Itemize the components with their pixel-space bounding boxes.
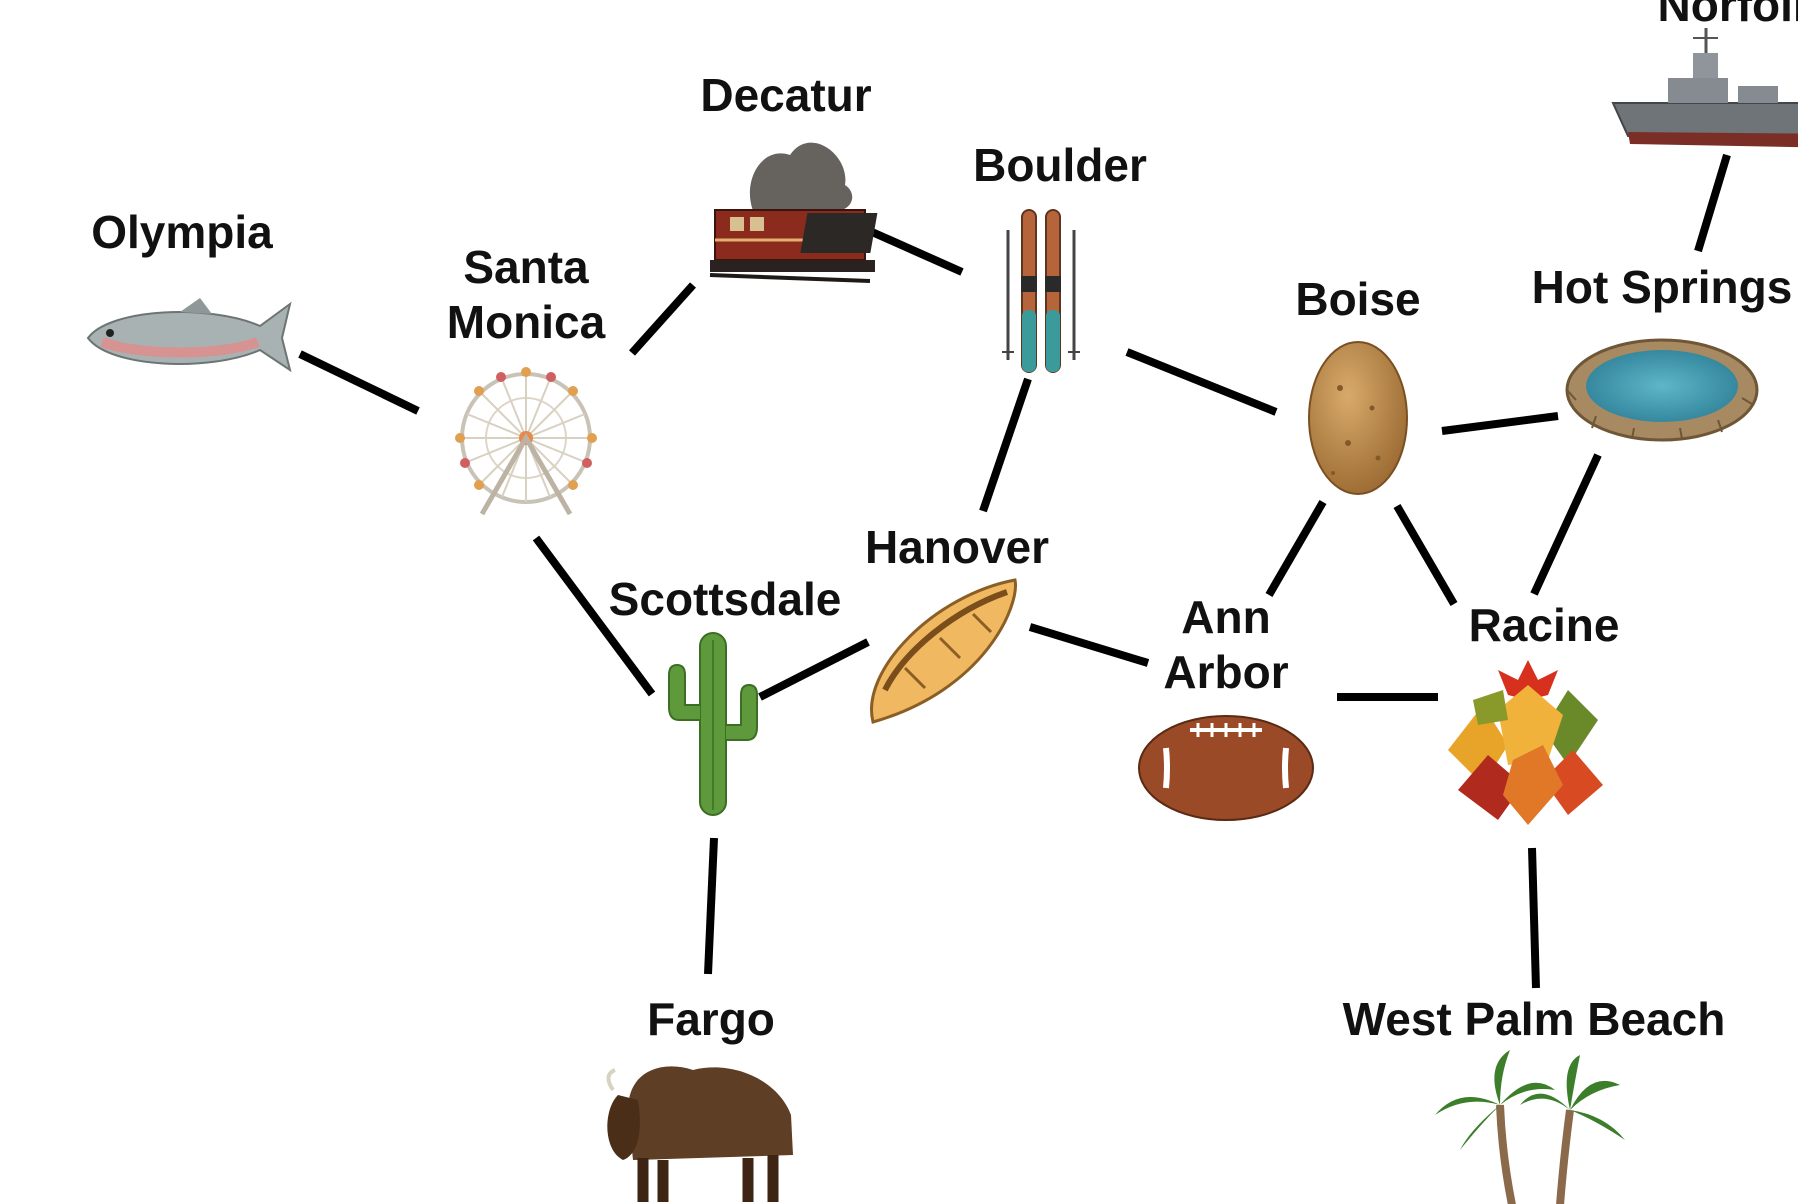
warship-icon <box>1613 28 1798 148</box>
edge-olympia-santa-monica <box>300 354 418 411</box>
edge-boulder-boise <box>1127 352 1276 412</box>
edge-santa-monica-decatur <box>632 285 693 353</box>
edge-hanover-ann-arbor <box>1030 627 1148 663</box>
potato-icon <box>1309 342 1407 494</box>
edge-scottsdale-hanover <box>760 642 868 697</box>
node-label-ann-arbor: Ann Arbor <box>1151 590 1301 700</box>
bison-icon <box>607 1066 793 1202</box>
hot-spring-pool-icon <box>1567 340 1757 440</box>
edge-hot-springs-norfolk <box>1698 155 1727 251</box>
node-label-hot-springs: Hot Springs <box>1532 260 1793 315</box>
edge-boise-racine <box>1397 506 1454 604</box>
edge-racine-west-palm-beach <box>1532 848 1536 988</box>
skis-icon <box>1002 210 1080 372</box>
autumn-leaves-icon <box>1448 660 1603 825</box>
ferris-wheel-icon <box>455 367 597 514</box>
node-label-fargo: Fargo <box>647 992 775 1047</box>
node-label-scottsdale: Scottsdale <box>609 572 842 627</box>
node-label-santa-monica: Santa Monica <box>441 240 611 350</box>
node-label-ann-arbor-text: Ann Arbor <box>1151 590 1301 700</box>
edge-boise-ann-arbor <box>1269 502 1323 595</box>
node-label-boise: Boise <box>1295 272 1420 327</box>
node-label-west-palm-beach: West Palm Beach <box>1343 992 1726 1047</box>
node-label-norfolk: Norfolk <box>1658 0 1798 33</box>
steam-locomotive-icon <box>710 143 877 281</box>
node-label-boulder: Boulder <box>973 138 1147 193</box>
node-label-santa-monica-text: Santa Monica <box>441 240 611 350</box>
edge-hot-springs-racine <box>1534 455 1598 594</box>
edge-scottsdale-fargo <box>708 838 714 974</box>
football-icon <box>1139 716 1313 820</box>
edge-boise-hot-springs <box>1442 416 1558 431</box>
edge-decatur-boulder <box>872 232 962 272</box>
salmon-fish-icon <box>88 298 290 370</box>
node-label-olympia: Olympia <box>91 205 273 260</box>
palm-trees-icon <box>1435 1050 1625 1204</box>
node-label-hanover: Hanover <box>865 520 1049 575</box>
canoe-icon <box>872 580 1016 722</box>
node-label-racine: Racine <box>1469 598 1620 653</box>
cactus-icon <box>669 633 757 815</box>
edge-boulder-hanover <box>983 379 1028 511</box>
node-label-decatur: Decatur <box>700 68 871 123</box>
